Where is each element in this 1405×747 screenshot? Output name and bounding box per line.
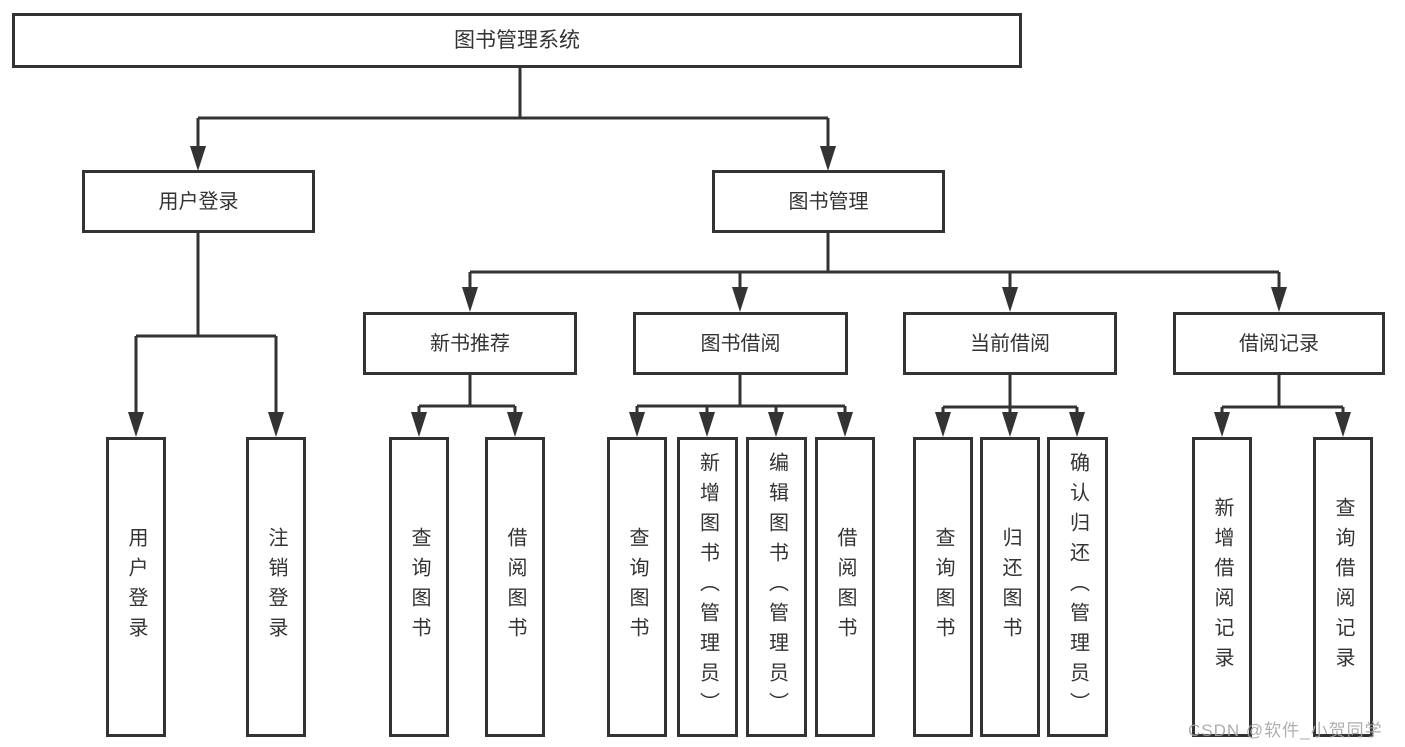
leaf-edit-books-admin: 编辑图书（管理员）: [746, 437, 807, 737]
edge-root-to-level2: [190, 68, 836, 171]
leaf-query-borrow-record: 查询借阅记录: [1313, 437, 1373, 737]
edge-book-mgmt-to-level3: [462, 233, 1287, 312]
edge-user-login-to-leaves: [128, 233, 284, 437]
edge-current-borrow-to-leaves: [935, 375, 1085, 437]
node-book-management-system: 图书管理系统: [12, 13, 1022, 68]
node-user-login: 用户登录: [82, 170, 315, 233]
leaf-borrow-books: 借阅图书: [815, 437, 875, 737]
edge-new-book-rec-to-leaves: [411, 375, 523, 437]
leaf-query-books-borrow: 查询图书: [607, 437, 667, 737]
node-current-borrowing: 当前借阅: [903, 312, 1117, 375]
node-borrowing-records: 借阅记录: [1173, 312, 1385, 375]
edge-book-borrow-to-leaves: [629, 375, 853, 437]
edge-borrow-records-to-leaves: [1214, 375, 1351, 437]
leaf-query-books-recommend: 查询图书: [389, 437, 449, 737]
leaf-borrow-books-recommend: 借阅图书: [485, 437, 545, 737]
leaf-user-login: 用户登录: [106, 437, 166, 737]
leaf-confirm-return-admin: 确认归还（管理员）: [1047, 437, 1108, 737]
leaf-query-books-current: 查询图书: [913, 437, 973, 737]
csdn-watermark: CSDN @软件_小贺同学: [1188, 721, 1383, 740]
leaf-logout: 注销登录: [246, 437, 306, 737]
leaf-add-books-admin: 新增图书（管理员）: [677, 437, 738, 737]
node-book-borrowing: 图书借阅: [633, 312, 848, 375]
node-new-book-recommend: 新书推荐: [363, 312, 577, 375]
leaf-add-borrow-record: 新增借阅记录: [1192, 437, 1252, 737]
leaf-return-books: 归还图书: [980, 437, 1040, 737]
node-book-management: 图书管理: [712, 170, 945, 233]
